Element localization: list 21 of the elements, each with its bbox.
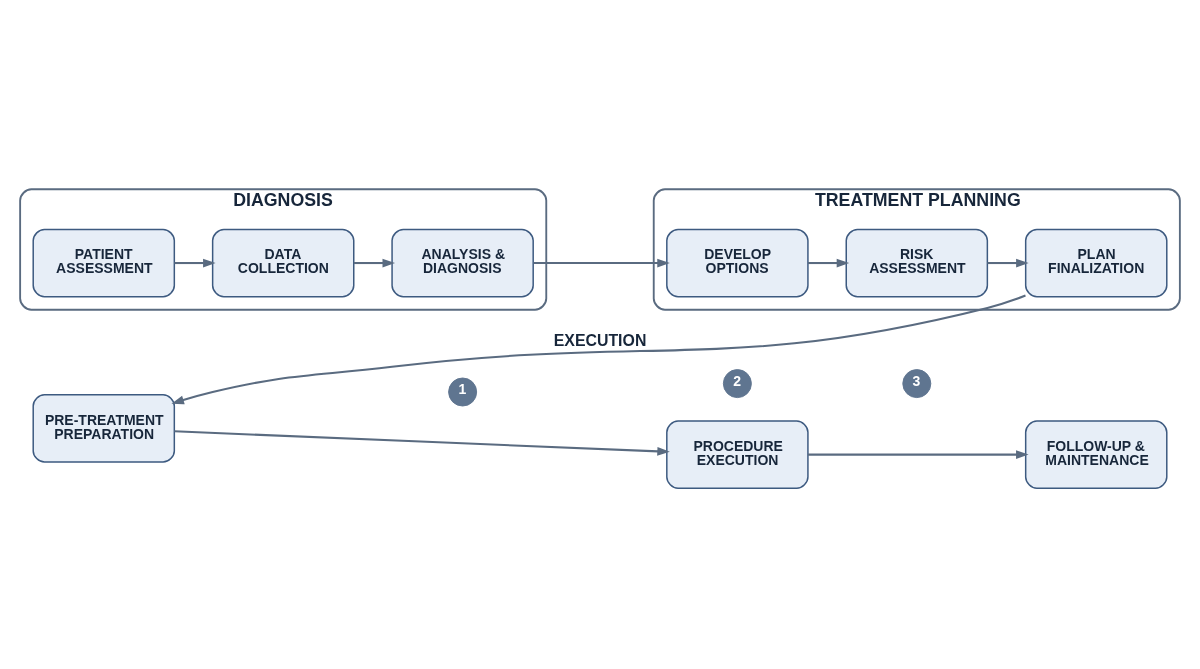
node-box: PROCEDURE EXECUTION — [666, 419, 809, 489]
node-box: DATA COLLECTION — [211, 228, 355, 297]
arrow — [353, 258, 396, 267]
node-circle: 1 — [448, 377, 478, 406]
node-box: PRE-TREATMENT PREPARATION — [32, 393, 176, 463]
node-box: DEVELOP OPTIONS — [666, 228, 809, 297]
arrow — [987, 258, 1029, 267]
arrow — [808, 449, 1029, 459]
arrow — [808, 258, 850, 267]
node-box: ANALYSIS & DIAGNOSIS — [391, 228, 534, 297]
edge-label: EXECUTION — [553, 331, 647, 349]
arrow — [174, 258, 216, 267]
arrow — [174, 429, 670, 456]
arrow — [171, 294, 1026, 404]
node-circle: 2 — [722, 368, 752, 398]
node-box: FOLLOW-UP & MAINTENANCE — [1024, 419, 1168, 489]
node-box: RISK ASSESSMENT — [845, 228, 989, 297]
node-box: PATIENT ASSESSMENT — [32, 228, 176, 297]
node-box: PLAN FINALIZATION — [1024, 228, 1168, 297]
node-circle: 3 — [902, 368, 932, 398]
arrow — [533, 258, 670, 267]
